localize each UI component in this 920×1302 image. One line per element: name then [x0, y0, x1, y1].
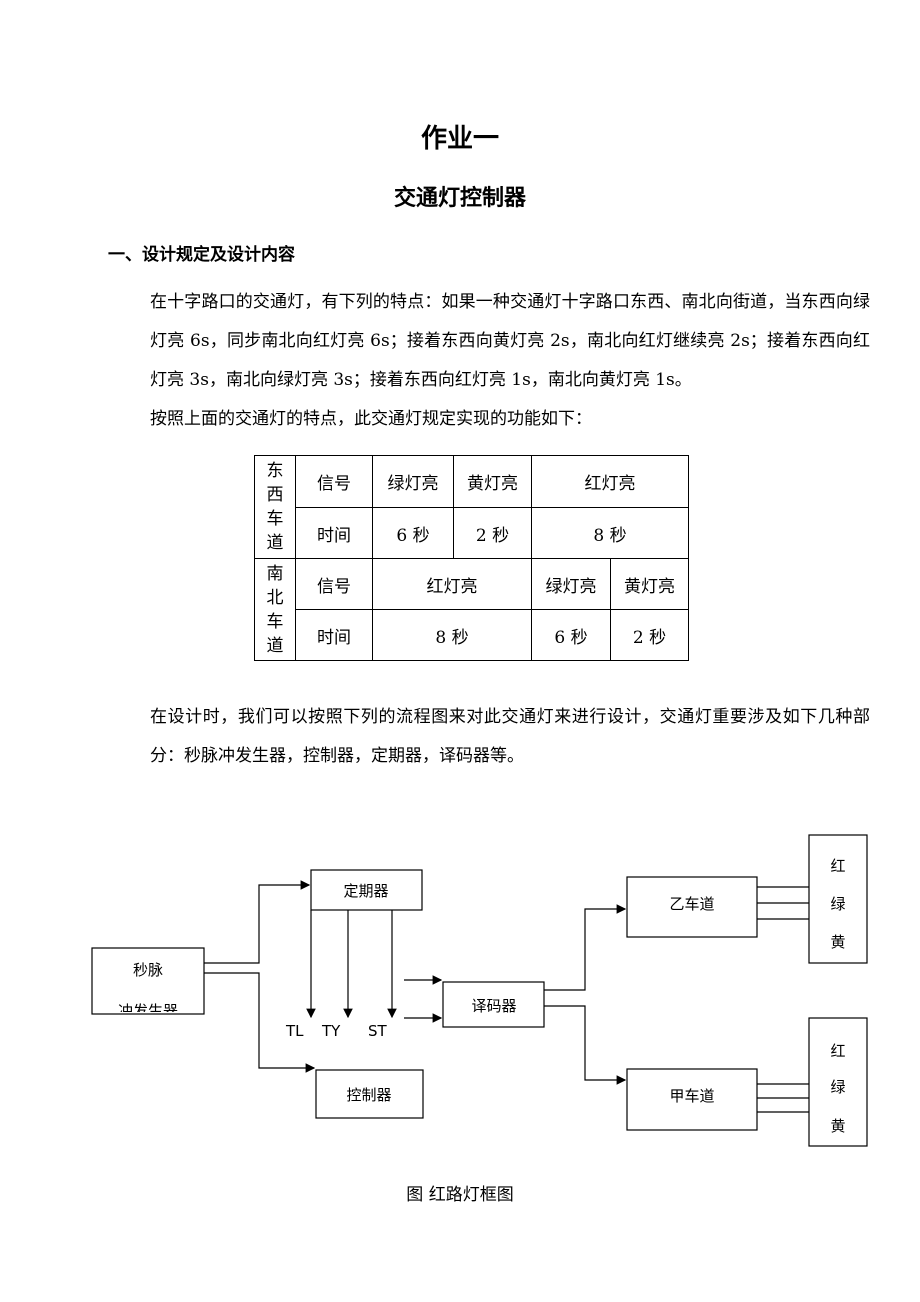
paragraph-functions-intro: 按照上面的交通灯的特点，此交通灯规定实现的功能如下： [150, 409, 592, 429]
light-a-green: 绿 [830, 1078, 845, 1096]
light-b-green: 绿 [830, 895, 845, 913]
ew-signal-header: 信号 [295, 455, 373, 508]
ew-time-red: 8 秒 [531, 507, 689, 559]
ew-signal-green: 绿灯亮 [372, 455, 454, 508]
page-title: 作业一 [420, 124, 499, 154]
light-b-yellow: 黄 [830, 933, 845, 951]
timer-block [310, 869, 423, 911]
light-a-yellow: 黄 [830, 1117, 845, 1135]
ns-time-green: 6 秒 [531, 609, 611, 661]
light-column-a [808, 1017, 868, 1147]
ns-signal-green: 绿灯亮 [531, 558, 611, 610]
decoder-block [442, 981, 545, 1028]
ns-road-label: 南北车道 [254, 558, 296, 661]
pulse-generator-label: 秒脉 [133, 961, 163, 979]
ew-time-yellow: 2 秒 [453, 507, 532, 559]
section-heading: 一、设计规定及设计内容 [108, 245, 295, 265]
light-column-b [808, 834, 868, 964]
paragraph-design-intro: 在设计时，我们可以按照下列的流程图来对此交通灯来进行设计，交通灯重要涉及如下几种… [150, 707, 870, 766]
pulse-generator-block [91, 947, 205, 1015]
paragraph-features: 在十字路口的交通灯，有下列的特点：如果一种交通灯十字路口东西、南北向街道，当东西… [150, 292, 870, 390]
tl-signal-label: TL [285, 1022, 304, 1040]
decoder-label: 译码器 [471, 997, 516, 1015]
lane-b-label: 乙车道 [669, 895, 714, 913]
page-subtitle: 交通灯控制器 [393, 186, 526, 211]
controller-label: 控制器 [346, 1086, 391, 1104]
ty-signal-label: TY [321, 1022, 341, 1040]
ew-time-header: 时间 [295, 507, 373, 559]
timer-label: 定期器 [343, 882, 388, 900]
ns-time-yellow: 2 秒 [610, 609, 689, 661]
light-a-red: 红 [830, 1042, 845, 1060]
ns-time-red: 8 秒 [372, 609, 532, 661]
ew-time-green: 6 秒 [372, 507, 454, 559]
ns-time-header: 时间 [295, 609, 373, 661]
ns-signal-header: 信号 [295, 558, 373, 610]
pulse-generator-label-cut: 冲发生器 [118, 1002, 178, 1020]
lane-a-label: 甲车道 [669, 1087, 714, 1105]
lane-b-block [626, 876, 758, 938]
ns-signal-yellow: 黄灯亮 [610, 558, 689, 610]
ew-road-label: 东西车道 [254, 455, 296, 559]
block-diagram: 秒脉 冲发生器 定期器 控制器 译码器 乙车道 甲车道 TL TY ST 红 绿… [91, 834, 868, 1147]
ew-signal-red: 红灯亮 [531, 455, 689, 508]
figure-caption: 图 红路灯框图 [406, 1185, 514, 1205]
ew-signal-yellow: 黄灯亮 [453, 455, 532, 508]
light-b-red: 红 [830, 857, 845, 875]
lane-a-block [626, 1068, 758, 1131]
controller-block [315, 1069, 424, 1119]
st-signal-label: ST [368, 1022, 388, 1040]
ns-signal-red: 红灯亮 [372, 558, 532, 610]
signal-timing-table: 东西车道 信号 绿灯亮 黄灯亮 红灯亮 时间 6 秒 2 秒 8 秒 南北车道 … [254, 455, 689, 661]
